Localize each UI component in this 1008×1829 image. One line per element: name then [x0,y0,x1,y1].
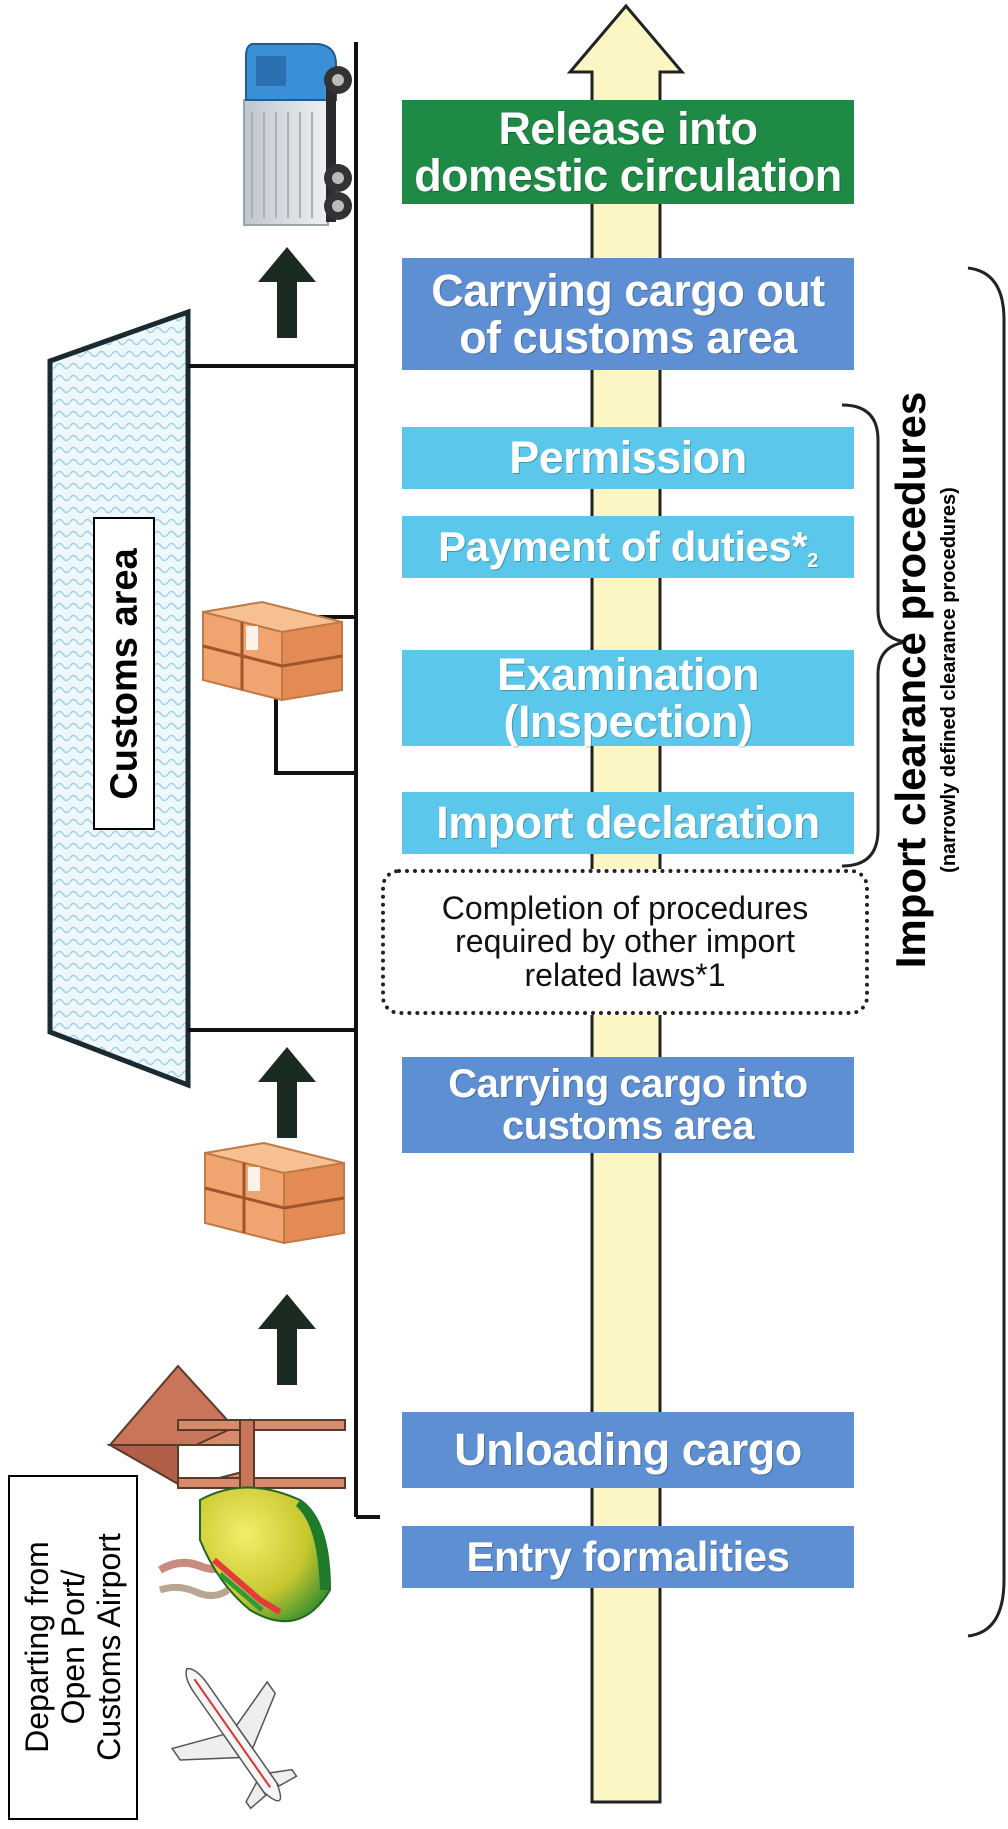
step-permission: Permission [402,427,854,489]
note-line: related laws*1 [524,956,726,993]
import-clearance-title: Import clearance procedures [887,391,934,969]
step-label: Carrying cargo out [431,264,825,316]
departing-label-box [8,1475,138,1820]
cargo-box-icon [202,600,343,702]
truck-icon [243,43,352,226]
step-label: domestic circulation [414,150,842,201]
step-label: Release into [498,102,758,154]
footnote-marker: 2 [807,549,818,572]
step-import-declaration: Import declaration [402,792,854,854]
narrow-bracket [841,403,907,868]
airplane-icon [170,1667,298,1810]
departing-line: Departing from [19,1541,55,1753]
customs-area-label: Customs area [103,548,146,800]
import-clearance-subtitle: (narrowly defined clearance procedures) [938,487,960,873]
step-entry-formalities: Entry formalities [402,1526,854,1588]
step-label: Import declaration [436,797,820,849]
step-unloading-cargo: Unloading cargo [402,1412,854,1488]
step-label: (Inspection) [503,696,754,747]
step-examination: Examination (Inspection) [402,650,854,746]
cargo-box-icon [204,1141,345,1245]
customs-area-label-box [93,517,155,830]
step-label: of customs area [459,312,797,363]
import-clearance-label: Import clearance procedures (narrowly de… [874,350,974,1010]
step-label-text: Payment of duties* [438,522,808,570]
broad-bracket [967,266,1006,1638]
step-label: customs area [502,1104,754,1148]
step-label: Examination [496,648,760,700]
step-payment-of-duties: Payment of duties*2 [402,516,854,578]
step-label: Carrying cargo into [448,1062,808,1106]
step-carry-in: Carrying cargo into customs area [402,1057,854,1153]
other-laws-note: Completion of procedures required by oth… [381,869,869,1015]
crane-icon [106,1364,346,1489]
step-label: Unloading cargo [454,1424,802,1476]
up-arrow-icon [258,1294,316,1385]
step-label: Entry formalities [466,1532,790,1580]
departing-line: Customs Airport [91,1533,127,1761]
up-arrow-icon [258,247,316,338]
step-release-into-circulation: Release into domestic circulation [402,100,854,204]
departing-line: Open Port/ [55,1569,91,1725]
up-arrow-icon [258,1047,316,1138]
step-label: Permission [509,432,747,484]
ship-icon [157,1486,332,1623]
step-carry-out: Carrying cargo out of customs area [402,258,854,370]
note-line: Completion of procedures [441,889,809,926]
step-label: Payment of duties*2 [438,522,818,572]
departing-label: Departing from Open Port/ Customs Airpor… [12,1477,134,1817]
note-line: required by other import [455,923,795,960]
